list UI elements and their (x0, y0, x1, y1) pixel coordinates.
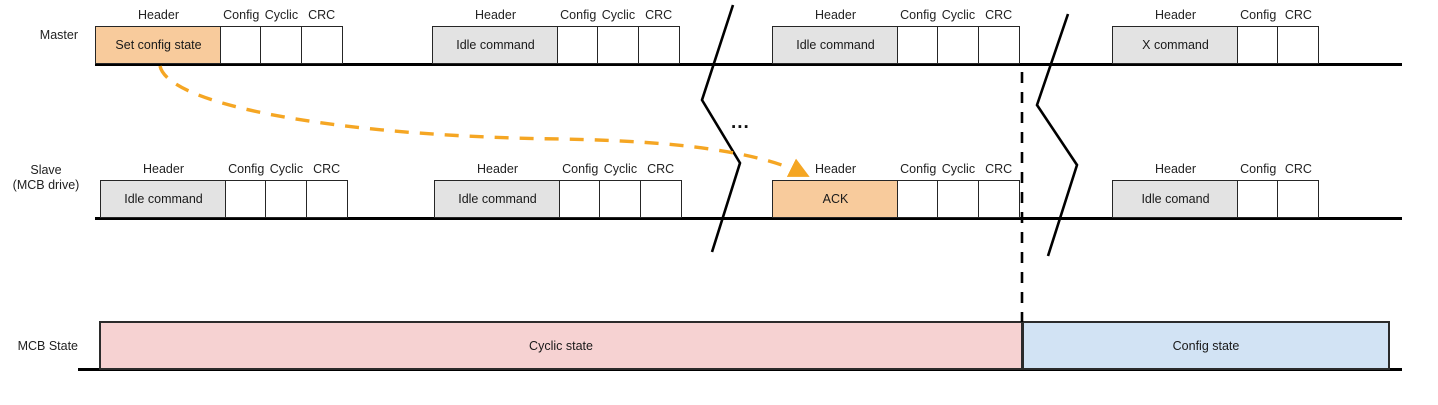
master-frame-3-cyclic: Cyclic (937, 8, 980, 64)
master-baseline (95, 63, 1402, 66)
master-frame-3-header-label: Idle command (796, 38, 875, 52)
slave-baseline (95, 217, 1402, 220)
state-bar-config: Config state (1022, 321, 1390, 370)
caption-header: Header (815, 162, 856, 176)
master-frame-2-header: Header Idle command (432, 8, 559, 64)
caption-cyclic: Cyclic (941, 162, 976, 176)
caption-config: Config (900, 162, 937, 176)
caption-header: Header (815, 8, 856, 22)
slave-frame-4: Header Idle comand Config CRC (1112, 162, 1320, 218)
state-bar-cyclic-label: Cyclic state (529, 338, 593, 353)
master-frame-4-header: Header X command (1112, 8, 1239, 64)
caption-crc: CRC (1284, 8, 1312, 22)
caption-crc: CRC (647, 162, 675, 176)
slave-frame-3-config: Config (897, 162, 940, 218)
slave-frame-2: Header Idle command Config Cyclic CRC (434, 162, 682, 218)
master-frame-3-config: Config (897, 8, 940, 64)
master-frame-4-header-label: X command (1142, 38, 1209, 52)
slave-frame-4-header-label: Idle comand (1141, 192, 1210, 206)
master-frame-2-config: Config (557, 8, 600, 64)
master-frame-3-header: Header Idle command (772, 8, 899, 64)
state-bar-cyclic: Cyclic state (99, 321, 1023, 370)
caption-config: Config (1240, 8, 1277, 22)
slave-frame-4-config: Config (1237, 162, 1280, 218)
row-label-slave-line2: (MCB drive) (12, 178, 80, 192)
slave-frame-1-crc: CRC (305, 162, 348, 218)
slave-frame-4-crc: CRC (1277, 162, 1320, 218)
state-bar-config-label: Config state (1172, 338, 1240, 353)
master-frame-2-crc: CRC (637, 8, 680, 64)
row-label-slave: Slave (MCB drive) (0, 163, 92, 193)
row-label-mcb-state-text: MCB State (17, 339, 78, 353)
slave-frame-1-header: Header Idle command (100, 162, 227, 218)
ellipsis-marker: ... (731, 112, 750, 133)
slave-frame-1-cyclic: Cyclic (265, 162, 308, 218)
slave-frame-1-header-label: Idle command (124, 192, 203, 206)
caption-crc: CRC (985, 8, 1013, 22)
caption-header: Header (143, 162, 184, 176)
slave-frame-1: Header Idle command Config Cyclic CRC (100, 162, 348, 218)
caption-config: Config (228, 162, 265, 176)
slave-frame-2-config: Config (559, 162, 602, 218)
slave-frame-2-header: Header Idle command (434, 162, 561, 218)
slave-frame-4-header: Header Idle comand (1112, 162, 1239, 218)
row-label-master-text: Master (39, 28, 78, 42)
caption-crc: CRC (308, 8, 336, 22)
slave-frame-3-crc: CRC (977, 162, 1020, 218)
master-frame-3: Header Idle command Config Cyclic CRC (772, 8, 1020, 64)
slave-frame-3-header-label: ACK (822, 192, 849, 206)
master-frame-2-header-label: Idle command (456, 38, 535, 52)
slave-frame-1-config: Config (225, 162, 268, 218)
caption-header: Header (1155, 8, 1196, 22)
caption-config: Config (1240, 162, 1277, 176)
caption-config: Config (562, 162, 599, 176)
master-frame-4: Header X command Config CRC (1112, 8, 1320, 64)
master-frame-1: Header Set config state Config Cyclic CR… (95, 8, 343, 64)
master-frame-1-config: Config (220, 8, 263, 64)
row-label-mcb-state: MCB State (0, 339, 78, 354)
slave-frame-2-cyclic: Cyclic (599, 162, 642, 218)
caption-cyclic: Cyclic (941, 8, 976, 22)
caption-cyclic: Cyclic (264, 8, 299, 22)
master-frame-3-crc: CRC (977, 8, 1020, 64)
caption-header: Header (1155, 162, 1196, 176)
caption-crc: CRC (985, 162, 1013, 176)
caption-crc: CRC (645, 8, 673, 22)
caption-header: Header (475, 8, 516, 22)
slave-frame-3: Header ACK Config Cyclic CRC (772, 162, 1020, 218)
master-frame-4-config: Config (1237, 8, 1280, 64)
caption-cyclic: Cyclic (601, 8, 636, 22)
row-label-slave-line1: Slave (30, 163, 62, 177)
master-frame-1-crc: CRC (300, 8, 343, 64)
slave-frame-3-header: Header ACK (772, 162, 899, 218)
caption-config: Config (900, 8, 937, 22)
master-frame-2-cyclic: Cyclic (597, 8, 640, 64)
caption-header: Header (138, 8, 179, 22)
caption-header: Header (477, 162, 518, 176)
slave-frame-2-crc: CRC (639, 162, 682, 218)
caption-cyclic: Cyclic (603, 162, 638, 176)
slave-frame-2-header-label: Idle command (458, 192, 537, 206)
caption-crc: CRC (1284, 162, 1312, 176)
master-frame-2: Header Idle command Config Cyclic CRC (432, 8, 680, 64)
caption-cyclic: Cyclic (269, 162, 304, 176)
master-frame-1-header: Header Set config state (95, 8, 222, 64)
causality-arrow (158, 65, 810, 177)
caption-config: Config (560, 8, 597, 22)
caption-crc: CRC (313, 162, 341, 176)
row-label-master: Master (0, 28, 78, 43)
master-frame-4-crc: CRC (1277, 8, 1320, 64)
slave-frame-3-cyclic: Cyclic (937, 162, 980, 218)
master-frame-1-header-label: Set config state (115, 38, 202, 52)
master-frame-1-cyclic: Cyclic (260, 8, 303, 64)
caption-config: Config (223, 8, 260, 22)
